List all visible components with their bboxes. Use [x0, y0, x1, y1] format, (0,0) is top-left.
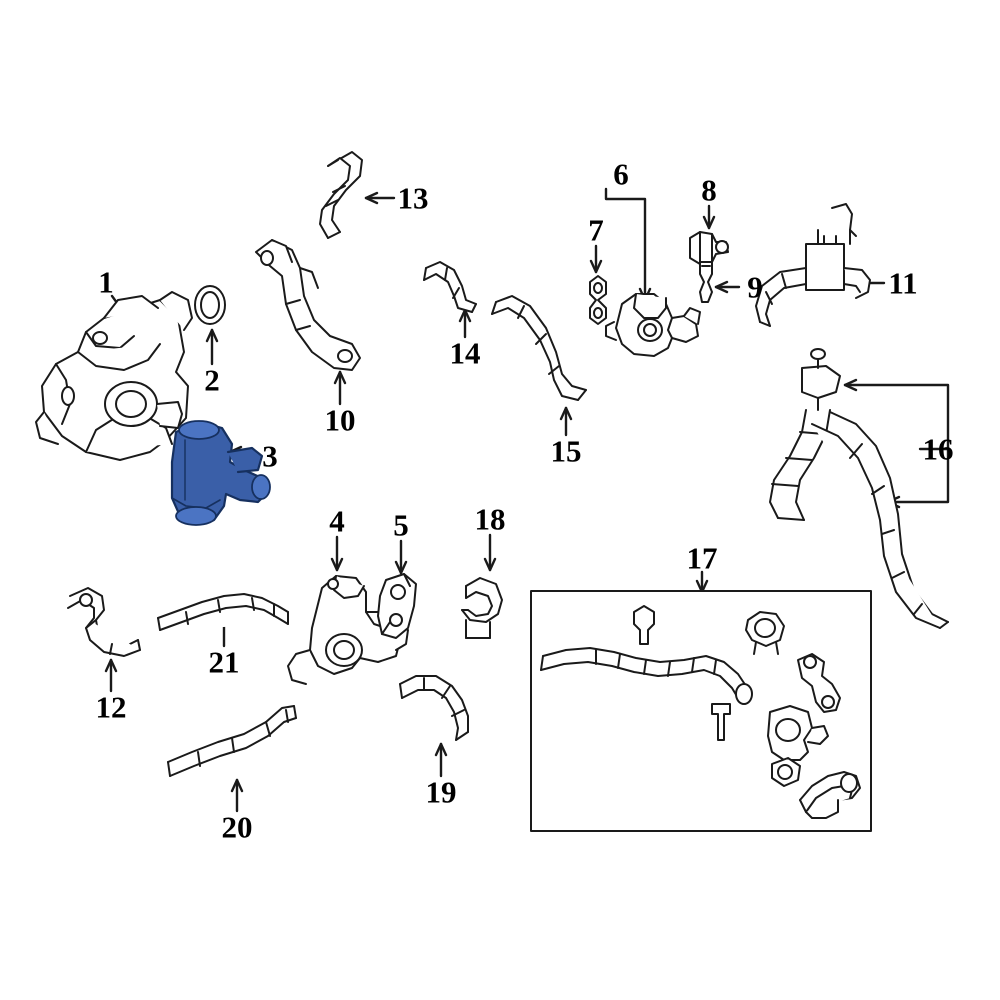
callout-label-17: 17 [686, 540, 718, 576]
callout-label-14: 14 [449, 335, 481, 371]
callout-label-10: 10 [324, 402, 356, 438]
part-16-hose-assembly [769, 348, 949, 629]
callout-label-21: 21 [208, 644, 240, 680]
part-9-clip [699, 261, 713, 303]
part-2-o-ring [194, 285, 226, 325]
callout-label-7: 7 [588, 212, 604, 248]
part-14-hose [423, 261, 477, 313]
part-12-bracket-hose [67, 587, 141, 657]
callout-label-15: 15 [550, 433, 582, 469]
part-1-pump-housing [35, 291, 193, 461]
part-17-group [530, 590, 872, 832]
callout-label-18: 18 [474, 501, 506, 537]
part-3-highlighted-pump [170, 420, 271, 526]
part-18-hose [461, 577, 503, 639]
callout-label-3: 3 [262, 438, 278, 474]
part-21-hose [157, 593, 289, 631]
callout-label-20: 20 [221, 809, 253, 845]
part-7-gasket [589, 275, 607, 325]
part-11-hose [755, 203, 871, 327]
callout-label-12: 12 [95, 689, 127, 725]
callout-label-8: 8 [701, 172, 717, 208]
callout-label-6: 6 [613, 156, 629, 192]
callout-label-13: 13 [397, 180, 429, 216]
callout-label-2: 2 [204, 362, 220, 398]
callout-label-16: 16 [922, 431, 954, 467]
callout-label-5: 5 [393, 507, 409, 543]
callout-label-4: 4 [329, 503, 345, 539]
part-19-hose [399, 675, 469, 741]
callout-label-9: 9 [747, 269, 763, 305]
part-15-hose [491, 295, 587, 401]
leader-lines [104, 187, 950, 813]
part-10-bracket [255, 239, 361, 371]
callout-label-19: 19 [425, 774, 457, 810]
part-13-hose [319, 151, 363, 239]
callout-label-1: 1 [98, 264, 114, 300]
part-20-hose [167, 705, 297, 777]
callout-label-11: 11 [888, 265, 918, 301]
part-5-bracket [377, 573, 417, 639]
part-6-thermostat-housing [605, 293, 701, 357]
part-8-sensor [689, 231, 729, 265]
